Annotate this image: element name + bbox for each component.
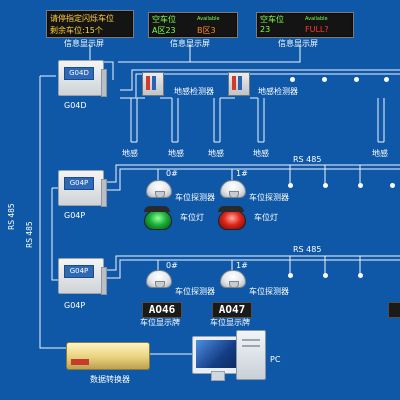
controller-g04d: G04D: [58, 60, 107, 97]
row3-node-1: [288, 273, 293, 278]
row2-node-1: [288, 183, 293, 188]
row3-panel-1-label: 车位显示牌: [140, 318, 180, 327]
row2-bus-b: [104, 168, 400, 191]
row1-bus-b: [120, 73, 400, 99]
ground-label-3: 地感: [208, 149, 224, 158]
info-display-sign-1: 请停指定闪烁车位 剩余车位:15个: [46, 10, 134, 38]
data-converter-label: 数据转换器: [90, 375, 130, 384]
row2-sensor-2-label: 车位探测器: [249, 193, 289, 202]
row3-parking-sensor-2: [220, 270, 246, 288]
row3-dots-stubs: [289, 256, 361, 275]
controller-g04p-2-badge: G04P: [64, 265, 94, 278]
left-bus-outer: [39, 75, 68, 349]
controller-g04p-2: G04P: [58, 258, 107, 295]
sign-2-line2-right: B区3: [197, 26, 216, 35]
row2-sensor-1-label: 车位探测器: [175, 193, 215, 202]
row2-parking-light-red: [218, 206, 246, 230]
ground-loop-5: [377, 98, 385, 143]
controller-g04d-badge: G04D: [64, 67, 94, 80]
row2-slot-0: 0#: [166, 169, 178, 178]
row3-space-panel-1: AO46: [142, 302, 182, 318]
vertical-bus-label-1: RS 485: [7, 203, 16, 230]
row2-bus-label: RS 485: [293, 155, 322, 164]
sign-3-line1: 空车位: [260, 15, 284, 24]
row2-dots-stubs: [289, 165, 361, 185]
controller-g04d-caption: G04D: [64, 101, 87, 110]
ground-label-1: 地感: [122, 149, 138, 158]
ground-loop-1: [130, 98, 138, 143]
row2-slot-1: 1#: [236, 169, 248, 178]
row3-space-panel-partial: [388, 302, 400, 318]
row1-node-4: [384, 77, 389, 82]
controller-g04p-1-badge: G04P: [64, 177, 94, 190]
sign-3-line1-small: Available: [305, 16, 328, 22]
row2-node-3: [358, 183, 363, 188]
row3-panel-2-label: 车位显示牌: [210, 318, 250, 327]
vertical-bus-label-2: RS 485: [25, 221, 34, 248]
row3-bus-label: RS 485: [293, 245, 322, 254]
info-display-sign-2: 空车位 Available A区23 B区3: [148, 12, 238, 38]
controller-g04p-1: G04P: [58, 170, 107, 207]
data-converter: [66, 342, 150, 370]
ground-loop-3: [213, 98, 221, 143]
sign-wire-3: [190, 45, 301, 63]
ground-label-2: 地感: [168, 149, 184, 158]
ground-detector-1: [142, 72, 164, 96]
ground-label-5: 地感: [372, 149, 388, 158]
controller-g04p-2-side: [101, 267, 107, 295]
row2-parking-sensor-1: [146, 180, 172, 198]
sign-2-line2-left: A区23: [152, 26, 176, 35]
ground-detector-2-label: 地感检测器: [258, 87, 298, 96]
pc-label: PC: [270, 355, 281, 364]
row3-slot-1: 1#: [236, 261, 248, 270]
ground-loop-2: [171, 98, 179, 143]
pc-tower: [236, 330, 266, 380]
row3-space-panel-2: AO47: [212, 302, 252, 318]
row2-bus: [104, 164, 400, 183]
row1-node-3: [354, 77, 359, 82]
ground-loop-4: [257, 98, 265, 143]
row3-bus: [104, 255, 400, 271]
row3-slot-0: 0#: [166, 261, 178, 270]
row3-node-3: [358, 273, 363, 278]
row3-sensor-2-label: 车位探测器: [249, 287, 289, 296]
sign-1-caption: 信息显示屏: [64, 39, 104, 48]
sign-3-caption: 信息显示屏: [278, 39, 318, 48]
sign-1-line1: 请停指定闪烁车位: [50, 14, 114, 23]
row1-bus: [120, 69, 400, 91]
row3-bus-b: [104, 259, 400, 279]
ground-detector-1-label: 地感检测器: [174, 87, 214, 96]
row2-light-2-label: 车位灯: [254, 213, 278, 222]
row2-light-1-label: 车位灯: [180, 213, 204, 222]
sign-2-line1-small: Available: [197, 16, 220, 22]
row1-node-2: [322, 77, 327, 82]
row2-parking-light-green: [144, 206, 172, 230]
sign-3-line2-left: 23: [260, 25, 271, 34]
info-display-sign-3: 空车位 Available 23 FULL?: [256, 12, 354, 38]
controller-g04p-1-caption: G04P: [64, 211, 86, 220]
row1-node-1: [290, 77, 295, 82]
ground-detector-2: [228, 72, 250, 96]
controller-g04d-side: [101, 69, 107, 97]
row3-sensor-1-label: 车位探测器: [175, 287, 215, 296]
row2-parking-sensor-2: [220, 180, 246, 198]
sign-2-line1: 空车位: [152, 15, 176, 24]
sign-3-line2-right: FULL?: [305, 25, 329, 34]
ground-label-4: 地感: [253, 149, 269, 158]
sign-1-line2: 剩余车位:15个: [50, 26, 103, 35]
pc-monitor: [192, 336, 242, 381]
controller-g04p-2-caption: G04P: [64, 301, 86, 310]
controller-g04p-1-side: [101, 179, 107, 207]
sign-2-caption: 信息显示屏: [170, 39, 210, 48]
row3-parking-sensor-1: [146, 270, 172, 288]
row2-node-2: [323, 183, 328, 188]
left-bus-inner: [51, 187, 58, 281]
row2-node-4: [390, 183, 395, 188]
row3-node-2: [323, 273, 328, 278]
